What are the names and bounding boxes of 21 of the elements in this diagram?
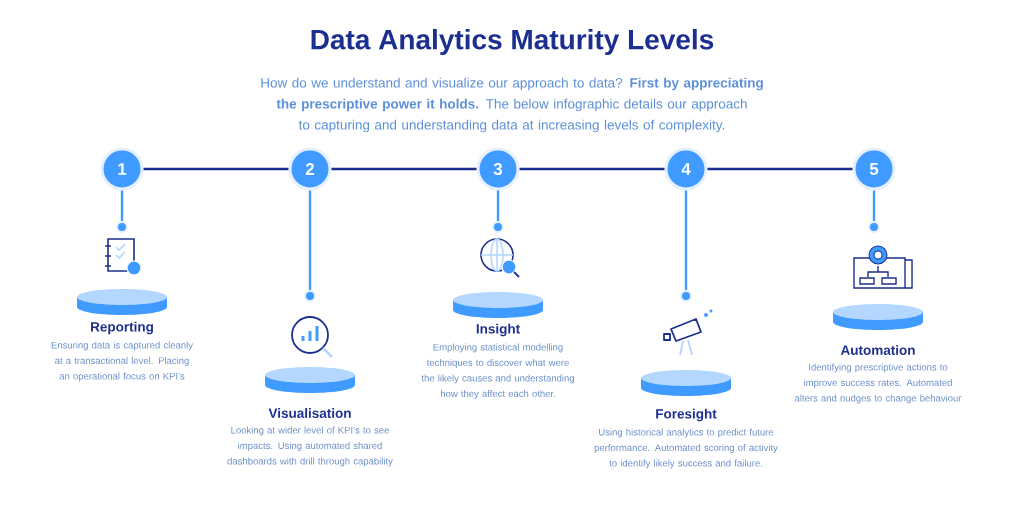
step-description: Using historical analytics to predict future performance. Automated scoring of activity to identify likely success and failure. (594, 428, 778, 469)
step-description: Looking at wider level of KPI’s to see impacts. Using automated shared dashboards with drill through capability (227, 426, 393, 467)
step-description: Employing statistical modelling techniques to discover what were the likely causes and understanding how they affect each other. (421, 343, 574, 399)
step-heading: Visualisation (268, 408, 351, 418)
step-heading: Automation (840, 345, 915, 355)
step-description: Ensuring data is captured cleanly at a transactional level. Placing an operational focus on KPI’s (51, 341, 193, 382)
step-heading: Foresight (656, 408, 717, 422)
connector-line (684, 190, 688, 290)
step-heading: Reporting (91, 321, 153, 335)
connector-line (120, 190, 124, 221)
connector-line (496, 190, 500, 221)
connector-line (308, 190, 312, 290)
connector-line (872, 190, 876, 221)
connector-line (707, 167, 853, 171)
step-description: Identifying prescriptive actions to improve success rates. Automated alters and nudges to change behaviour (794, 363, 962, 404)
step-heading: Insight (476, 323, 520, 337)
title: Data Analytics Maturity Levels (311, 28, 714, 56)
connector-line (519, 167, 665, 171)
connector-line (331, 167, 477, 171)
intro-paragraph: How do we understand and visualize our approach to data? First by appreciating the prescriptive power it holds. The below infographic details our approach to capturing and understanding data at increasing levels of complexity. (261, 77, 763, 133)
connector-line (143, 167, 289, 171)
